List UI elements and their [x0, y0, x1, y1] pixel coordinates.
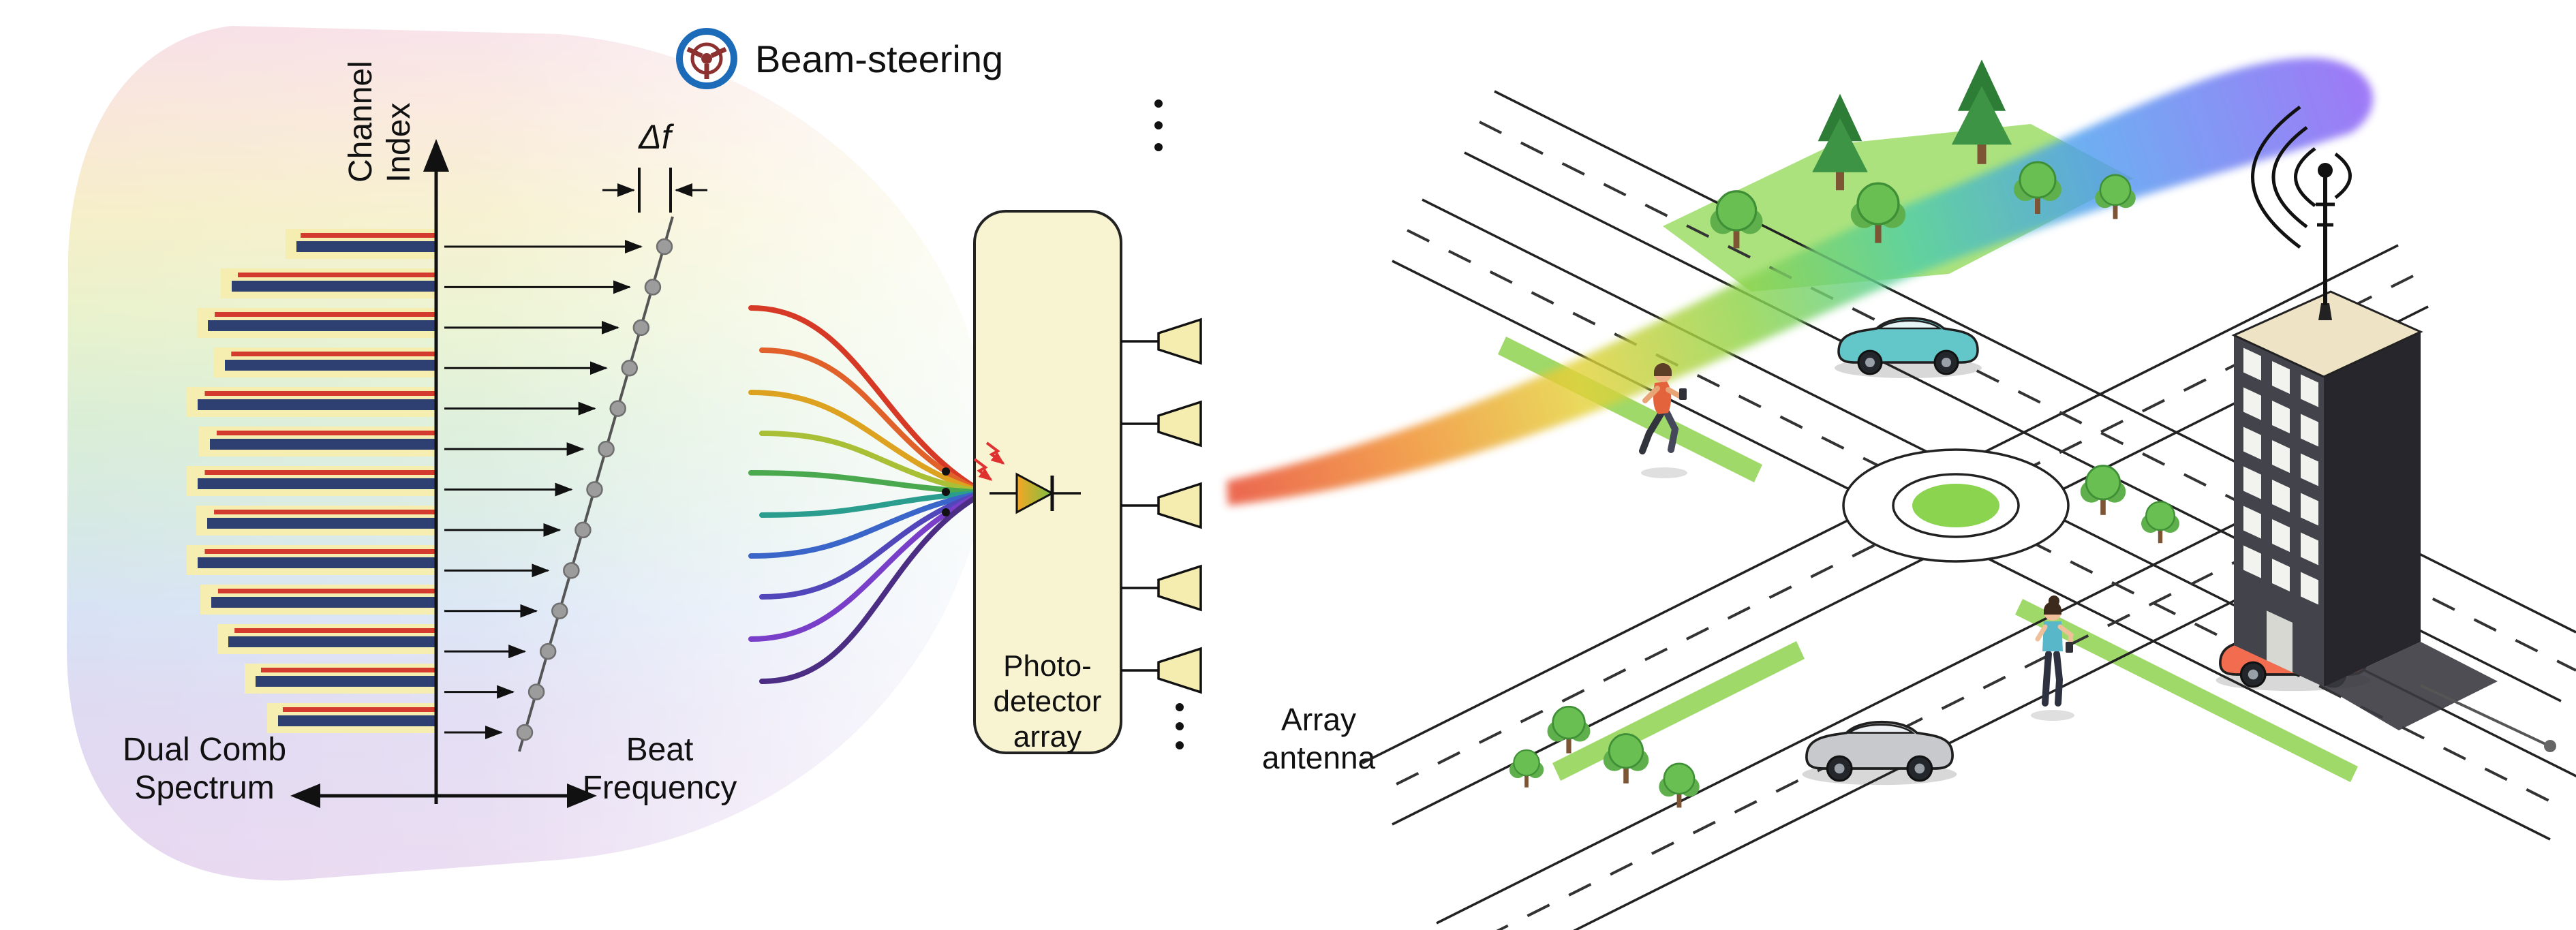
- spectrum-frequency-axis: [290, 784, 597, 808]
- round-tree: [1710, 190, 1763, 249]
- building-roof: [2231, 290, 2423, 378]
- light-arrow-icon: [973, 458, 993, 481]
- array-antenna-label-line1: Array: [1281, 702, 1356, 737]
- antenna-ellipsis-top-icon: [1154, 99, 1163, 151]
- light-arrow-icon: [985, 441, 1005, 465]
- delta-f-bracket: [602, 168, 707, 213]
- photodiode-icon: [973, 441, 1081, 514]
- round-tree: [1659, 762, 1700, 808]
- beat-frequency-plot: [444, 216, 674, 752]
- dual-comb-label-line1: Dual Comb: [123, 732, 286, 768]
- horn-antenna-array: [1121, 317, 1202, 694]
- round-tree: [1603, 733, 1649, 784]
- axis-arrowhead: [423, 139, 449, 172]
- roundabout: [1842, 448, 2070, 563]
- beat-frequency-label-line1: Beat: [626, 732, 694, 768]
- round-tree: [2095, 174, 2136, 219]
- channel-index-label-line2: Index: [381, 103, 417, 183]
- antenna-horn-icon: [1121, 564, 1202, 612]
- beat-frequency-label-line2: Frequency: [583, 770, 737, 806]
- pine-tree: [1812, 93, 1868, 191]
- building-windows: [2243, 347, 2318, 605]
- pedestrian-jogger: [1639, 363, 1687, 478]
- photodetector-label-line2: detector: [994, 685, 1102, 718]
- building-shadow: [2324, 642, 2498, 730]
- array-antenna-label-line2: antenna: [1262, 740, 1376, 775]
- antenna-icon: [2316, 163, 2335, 320]
- channel-index-label-line1: Channel: [343, 61, 379, 183]
- round-tree: [1547, 705, 1591, 754]
- car-teal: [1835, 317, 1982, 378]
- beam-steering-label: Beam-steering: [755, 37, 1003, 80]
- photodetector-label-line3: array: [1013, 720, 1082, 754]
- path-endpoint-dot: [2544, 740, 2556, 752]
- antenna-ellipsis-bottom-icon: [1176, 703, 1184, 749]
- car-gray: [1802, 721, 1957, 786]
- round-tree: [2141, 501, 2179, 544]
- path-line: [2420, 684, 2546, 745]
- antenna-horn-icon: [1121, 317, 1202, 365]
- antenna-horn-icon: [1121, 400, 1202, 448]
- pedestrians: [1639, 363, 2074, 721]
- dual-comb-label-line2: Spectrum: [134, 770, 274, 806]
- round-tree: [2014, 161, 2061, 214]
- channel-ellipsis-icon: [942, 467, 950, 516]
- comb-spectrum: [187, 229, 436, 733]
- steering-wheel-icon: [676, 28, 737, 89]
- building: [2231, 105, 2556, 752]
- round-tree: [1850, 182, 1906, 243]
- round-tree: [2080, 465, 2126, 515]
- rainbow-channel-curves: [748, 305, 977, 684]
- channel-axis: Channel Index: [343, 61, 449, 804]
- pedestrian-woman: [2031, 595, 2074, 721]
- antenna-horn-icon: [1121, 647, 1202, 694]
- pine-tree: [1951, 59, 2012, 164]
- round-tree: [1509, 749, 1544, 788]
- city-scene: [1227, 57, 2576, 930]
- delta-f-label: Δf: [638, 118, 675, 156]
- antenna-horn-icon: [1121, 482, 1202, 529]
- photodetector-label-line1: Photo-: [1003, 649, 1092, 683]
- trees: [1509, 59, 2179, 808]
- signal-waves-icon: [2251, 105, 2352, 249]
- photodetector-box: Photo- detector array: [973, 210, 1122, 754]
- building-door: [2267, 610, 2293, 672]
- rainbow-beam: [1227, 57, 2374, 506]
